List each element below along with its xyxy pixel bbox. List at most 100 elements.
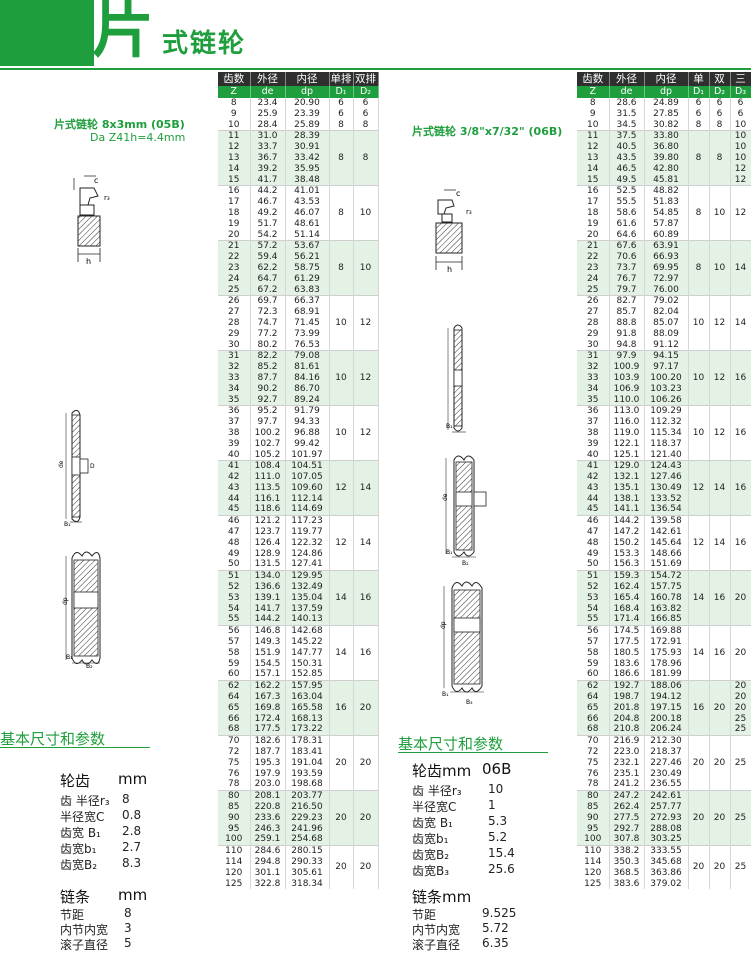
- outer-diameter-cell: 87.7: [250, 372, 286, 384]
- inner-diameter-cell: 150.31: [285, 658, 330, 670]
- tooth-count-cell: 24: [577, 273, 610, 285]
- tooth-count-cell: 64: [218, 692, 251, 703]
- column-header: 三: [730, 72, 751, 86]
- bore-cell: 10: [730, 119, 751, 131]
- label-b1-right: B₁: [446, 423, 453, 430]
- outer-diameter-cell: 177.5: [609, 637, 645, 648]
- outer-diameter-cell: 147.2: [609, 527, 645, 538]
- outer-diameter-cell: 28.6: [609, 98, 645, 109]
- outer-diameter-cell: 121.2: [250, 515, 286, 528]
- outer-diameter-cell: 69.7: [250, 295, 286, 308]
- inner-diameter-cell: 136.54: [644, 504, 689, 516]
- bore-cell: 16: [353, 625, 379, 681]
- bore-cell: 8: [329, 240, 354, 296]
- tooth-count-cell: 62: [577, 680, 610, 693]
- tooth-count-cell: 59: [218, 658, 251, 670]
- tooth-count-cell: 35: [577, 394, 610, 406]
- right-double-sprocket-drawing: de B₁ B₂: [442, 455, 487, 567]
- inner-diameter-cell: 84.16: [285, 372, 330, 384]
- bore-cell: 20: [730, 702, 751, 714]
- outer-diameter-cell: 154.5: [250, 658, 286, 670]
- label-dp-left: dp: [62, 597, 69, 605]
- bore-cell: 8: [329, 130, 354, 186]
- outer-diameter-cell: 139.1: [250, 592, 286, 604]
- tooth-count-cell: 55: [218, 614, 251, 626]
- outer-diameter-cell: 74.7: [250, 317, 286, 329]
- inner-diameter-cell: 79.08: [285, 350, 330, 363]
- inner-diameter-cell: 160.78: [644, 592, 689, 604]
- bore-cell: 20: [353, 735, 379, 791]
- label-dp-right: dp: [440, 621, 447, 629]
- tooth-count-cell: 110: [577, 845, 610, 857]
- outer-diameter-cell: 156.3: [609, 559, 645, 571]
- tooth-count-cell: 26: [577, 295, 610, 308]
- param-key: 半径宽C: [60, 810, 105, 824]
- bore-cell: 12: [709, 295, 731, 351]
- inner-diameter-cell: 43.53: [285, 197, 330, 208]
- tooth-count-cell: 53: [218, 592, 251, 604]
- outer-diameter-cell: 172.4: [250, 713, 286, 725]
- outer-diameter-cell: 368.5: [609, 867, 645, 879]
- outer-diameter-cell: 192.7: [609, 680, 645, 693]
- outer-diameter-cell: 195.3: [250, 757, 286, 769]
- inner-diameter-cell: 194.12: [644, 692, 689, 703]
- outer-diameter-cell: 80.2: [250, 339, 286, 351]
- outer-diameter-cell: 97.7: [250, 417, 286, 428]
- inner-diameter-cell: 345.68: [644, 856, 689, 868]
- inner-diameter-cell: 379.02: [644, 878, 689, 890]
- outer-diameter-cell: 64.6: [609, 229, 645, 241]
- outer-diameter-cell: 33.7: [250, 142, 286, 153]
- inner-diameter-cell: 76.00: [644, 284, 689, 296]
- outer-diameter-cell: 125.1: [609, 449, 645, 461]
- bore-cell: 8: [353, 119, 379, 131]
- tooth-count-cell: 36: [577, 405, 610, 418]
- outer-diameter-cell: 67.6: [609, 240, 645, 253]
- label-c: c: [94, 176, 98, 185]
- tooth-count-cell: 76: [577, 768, 610, 780]
- param-key: 节距: [60, 908, 85, 922]
- inner-diameter-cell: 30.91: [285, 142, 330, 153]
- tooth-count-cell: 20: [577, 229, 610, 241]
- tooth-count-cell: 49: [218, 548, 251, 560]
- tooth-count-cell: 38: [577, 427, 610, 439]
- param-key: 齿宽 B₁: [60, 826, 101, 840]
- inner-diameter-cell: 197.15: [644, 702, 689, 714]
- inner-diameter-cell: 53.67: [285, 240, 330, 253]
- param-value: 6.35: [482, 936, 509, 950]
- outer-diameter-cell: 111.0: [250, 472, 286, 483]
- inner-diameter-cell: 24.89: [644, 98, 689, 109]
- inner-diameter-cell: 241.96: [285, 823, 330, 835]
- bore-cell: 20: [730, 570, 751, 626]
- outer-diameter-cell: 162.2: [250, 680, 286, 693]
- inner-diameter-cell: 46.07: [285, 207, 330, 219]
- param-value: 10: [488, 782, 504, 796]
- bore-cell: 16: [709, 625, 731, 681]
- inner-diameter-cell: 157.75: [644, 582, 689, 593]
- outer-diameter-cell: 36.7: [250, 152, 286, 164]
